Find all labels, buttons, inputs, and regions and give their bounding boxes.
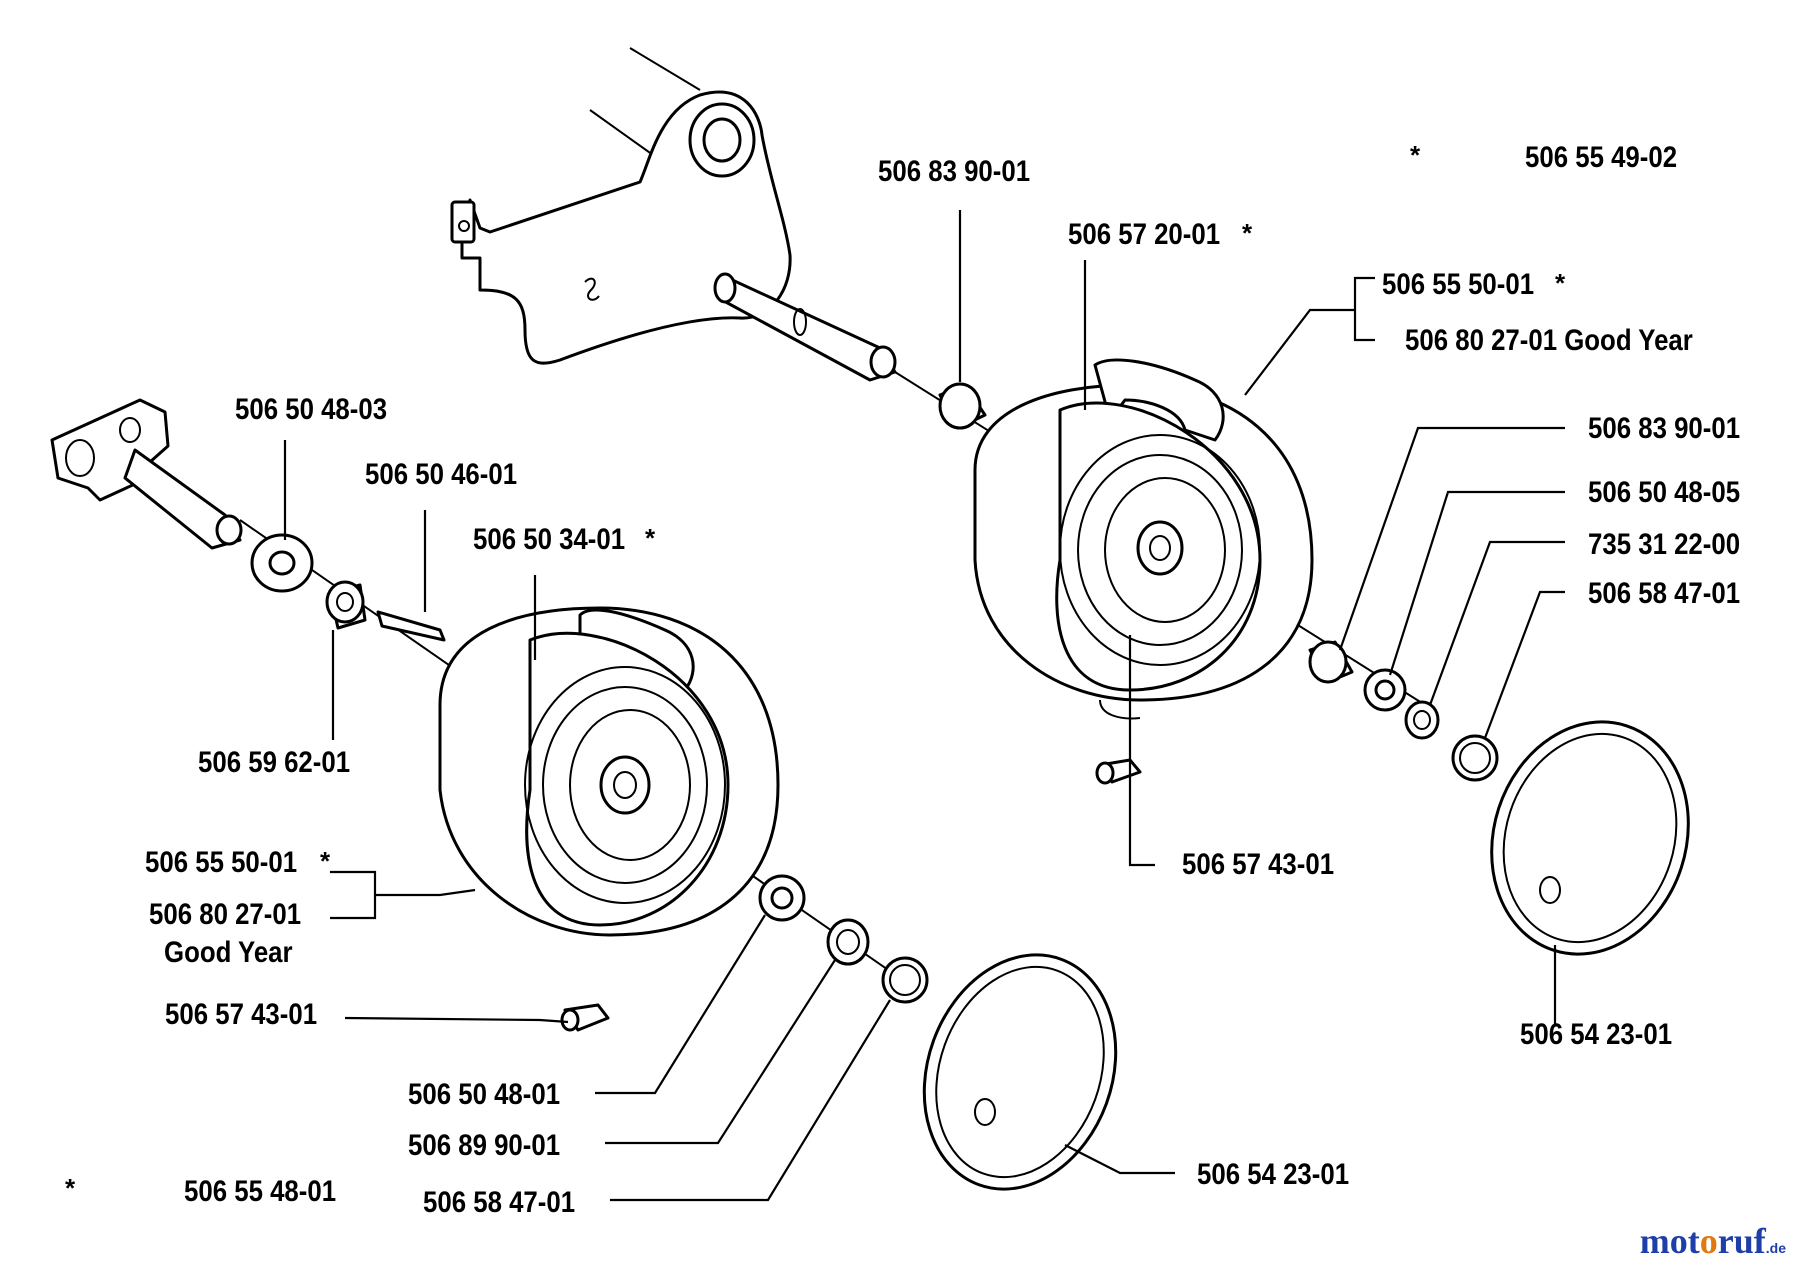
left-washer-48-01 (758, 874, 806, 922)
asterisk-506-57-20-01: * (1242, 218, 1253, 248)
leader-lines (283, 210, 1565, 1202)
label-506-54-23-01-right: 506 54 23-01 (1520, 1018, 1673, 1051)
motoruf-logo: motoruf.de (1639, 1221, 1786, 1261)
right-hubcap-23-01 (1490, 720, 1690, 956)
top-bushing-83-90 (938, 382, 987, 430)
right-ring-47-01 (1451, 734, 1499, 782)
asterisk-506-50-34-01: * (645, 523, 656, 553)
label-506-55-50-01-right: 506 55 50-01 (1382, 268, 1535, 301)
label-506-50-48-05: 506 50 48-05 (1588, 476, 1741, 509)
left-bushing-62-01 (325, 580, 367, 630)
right-bushing-83-90 (1308, 640, 1354, 684)
label-506-57-43-01-left: 506 57 43-01 (165, 998, 318, 1031)
left-clip-89-90 (826, 918, 870, 966)
label-506-55-49-02: 506 55 49-02 (1525, 141, 1678, 174)
label-506-57-43-01-right: 506 57 43-01 (1182, 848, 1335, 881)
label-506-58-47-01-right: 506 58 47-01 (1588, 577, 1741, 610)
left-axle-stub (50, 398, 243, 550)
asterisk-506-55-50-01-left: * (320, 846, 331, 876)
label-506-83-90-01-top: 506 83 90-01 (878, 155, 1031, 188)
label-506-54-23-01-left: 506 54 23-01 (1197, 1158, 1350, 1191)
axle-bracket (450, 47, 897, 382)
label-506-50-48-03: 506 50 48-03 (235, 393, 388, 426)
left-ring-47-01 (881, 956, 929, 1004)
right-washer-48-05 (1363, 668, 1407, 712)
left-washer-48-03 (250, 533, 314, 593)
label-506-80-27-01-good-year-right: 506 80 27-01 Good Year (1405, 324, 1693, 357)
label-735-31-22-00: 735 31 22-00 (1588, 528, 1741, 561)
label-506-58-47-01-left: 506 58 47-01 (423, 1186, 576, 1219)
label-506-50-46-01: 506 50 46-01 (365, 458, 518, 491)
label-506-55-50-01-left: 506 55 50-01 (145, 846, 298, 879)
label-good-year-left: Good Year (164, 936, 293, 969)
label-506-83-90-01-right: 506 83 90-01 (1588, 412, 1741, 445)
right-wheel (973, 358, 1314, 720)
asterisk-506-55-50-01-right: * (1555, 268, 1566, 298)
label-506-89-90-01: 506 89 90-01 (408, 1129, 561, 1162)
left-hubcap-23-01 (922, 953, 1118, 1191)
label-506-55-48-01: 506 55 48-01 (184, 1175, 337, 1208)
asterisk-note-top: * (1410, 140, 1421, 170)
label-506-50-48-01: 506 50 48-01 (408, 1078, 561, 1111)
label-506-80-27-01-left: 506 80 27-01 (149, 898, 302, 931)
asterisk-note-bottom: * (65, 1173, 76, 1203)
right-nut-22-00 (1404, 700, 1440, 740)
label-506-57-20-01: 506 57 20-01 (1068, 218, 1221, 251)
left-valve-43-01 (560, 1003, 610, 1032)
label-506-50-34-01: 506 50 34-01 (473, 523, 626, 556)
left-wheel (438, 606, 780, 937)
left-key-46-01 (376, 610, 446, 642)
label-506-59-62-01: 506 59 62-01 (198, 746, 351, 779)
right-valve-43-01 (1095, 758, 1142, 785)
